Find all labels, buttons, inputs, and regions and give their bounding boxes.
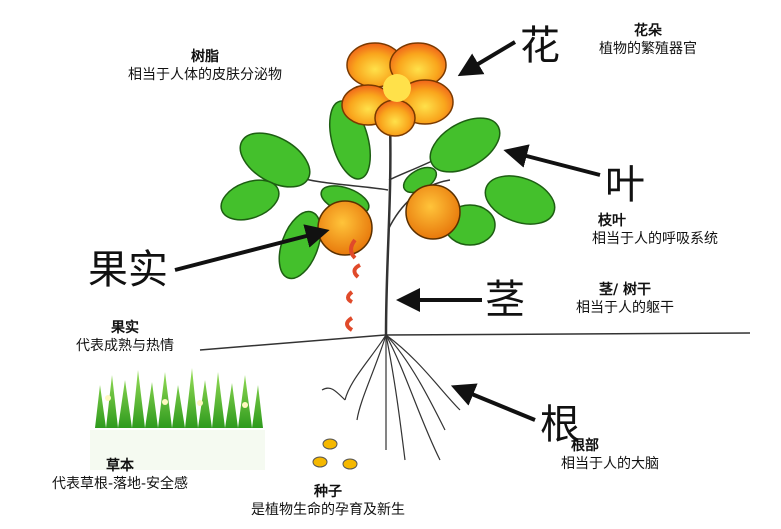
ground-line — [199, 332, 751, 351]
fruit-right — [405, 184, 461, 240]
annotation-text: 相当于人的大脑 — [561, 456, 659, 472]
roots — [321, 334, 461, 461]
arrow-root — [450, 383, 536, 422]
annotation-branch-leaf: 枝叶相当于人的呼吸系统 — [592, 212, 718, 248]
annotation-text: 植物的繁殖器官 — [599, 41, 697, 57]
annotation-resin: 树脂相当于人体的皮肤分泌物 — [128, 48, 282, 84]
fruit-left — [317, 200, 373, 256]
annotation-title: 茎/ 树干 — [599, 282, 651, 298]
big-label-leaf: 叶 — [605, 162, 645, 208]
arrow-flower — [457, 40, 517, 77]
seeds — [312, 438, 358, 470]
annotation-text: 是植物生命的孕育及新生 — [251, 502, 405, 518]
annotation-text: 相当于人体的皮肤分泌物 — [128, 67, 282, 83]
big-label-fruit: 果实 — [88, 247, 168, 293]
annotation-stem: 茎/ 树干相当于人的躯干 — [576, 281, 674, 317]
annotation-title: 枝叶 — [598, 213, 626, 229]
annotation-seed: 种子是植物生命的孕育及新生 — [251, 483, 405, 519]
annotation-text: 代表成熟与热情 — [76, 338, 174, 354]
arrows — [174, 40, 601, 422]
flower — [341, 42, 454, 137]
big-label-root: 根 — [540, 402, 580, 448]
grass-image — [90, 368, 265, 470]
annotation-text: 相当于人的躯干 — [576, 300, 674, 316]
annotation-title: 种子 — [314, 484, 342, 500]
leaves — [220, 100, 556, 280]
annotation-text: 代表草根-落地-安全感 — [51, 476, 189, 492]
annotation-title: 花朵 — [634, 23, 662, 39]
annotation-flower: 花朵植物的繁殖器官 — [599, 22, 697, 58]
annotation-root: 根部相当于人的大脑 — [561, 437, 659, 473]
arrow-leaf — [503, 144, 601, 177]
arrow-fruit — [174, 224, 330, 272]
annotation-title: 树脂 — [191, 49, 219, 65]
annotation-text: 相当于人的呼吸系统 — [592, 231, 718, 247]
annotation-title: 根部 — [571, 438, 599, 454]
annotation-herb: 草本代表草根-落地-安全感 — [52, 457, 188, 493]
big-label-stem: 茎 — [485, 277, 525, 323]
big-label-flower: 花 — [520, 23, 560, 69]
annotation-title: 果实 — [111, 320, 139, 336]
annotation-title: 草本 — [105, 458, 134, 474]
annotation-fruit: 果实代表成熟与热情 — [76, 319, 174, 355]
